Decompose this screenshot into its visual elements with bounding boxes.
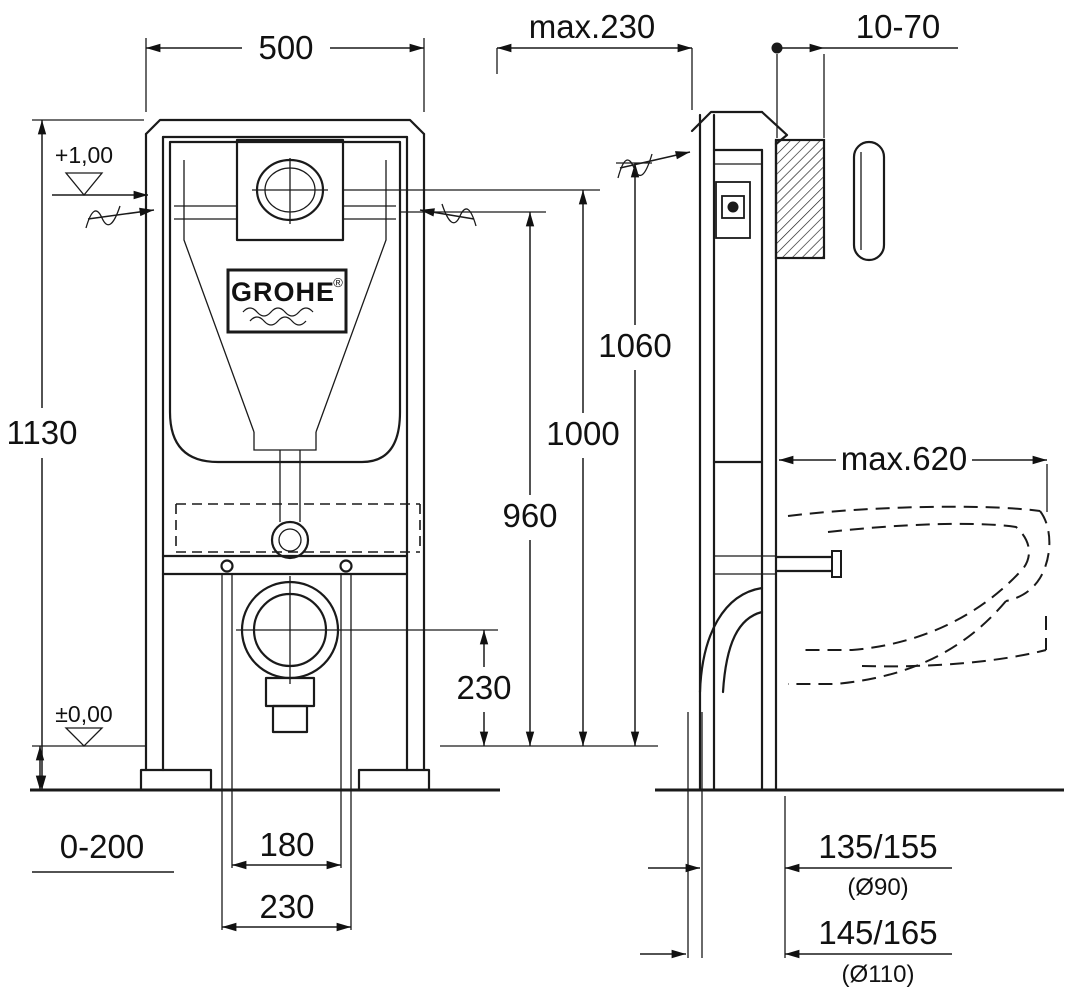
level-marks: +1,00 ±0,00 [32,142,658,747]
fill-valve [715,181,751,239]
dimension-10-70: 10-70 [771,8,958,138]
cistern-front [168,140,402,522]
grohe-logo: GROHE ® [226,268,348,334]
frame-front-outline [139,118,431,792]
drain-assembly [236,520,498,734]
dimension-180: 180 [231,602,342,870]
dimension-height-1130: 1130 [7,119,144,790]
dimension-width-500: 500 [145,29,425,112]
anchor-bolts [220,559,353,602]
dimension-230-bottom: 230 [221,602,352,932]
front-view: GROHE ® [7,29,672,932]
flush-actuator [235,138,345,242]
dim-500-label: 500 [258,29,313,66]
dim-145-165-label: 145/165 [818,914,937,951]
datum-triangle-zero [64,727,104,747]
dim-180-label: 180 [259,826,314,863]
dashed-zone [175,503,421,553]
water-level-arrow-right [419,203,477,227]
datum-triangle-upper [64,172,104,197]
grohe-logo-text: GROHE [231,277,335,307]
dim-960-label: 960 [502,497,557,534]
dim-max230-label: max.230 [529,8,656,45]
logo-wave-1 [242,307,314,317]
dim-10-70-label: 10-70 [856,8,940,45]
water-level-arrow-left [85,205,155,229]
dimension-foot-adjust: 0-200 [32,746,174,873]
dim-1060-label: 1060 [598,327,671,364]
dim-230-label: 230 [259,888,314,925]
level-zero-label: ±0,00 [55,701,112,727]
level-plus100-label: +1,00 [55,142,113,168]
dimension-135-155: 135/155 (Ø90) [648,828,952,901]
flush-plate-side [852,140,886,262]
dim-outlet-height-label: 230 [456,669,511,706]
dia-110-label: (Ø110) [842,961,915,988]
dimension-outlet-height: 230 [456,630,512,746]
side-view: max.230 10-70 max.620 [496,8,1051,988]
dim-max620-label: max.620 [841,440,968,477]
frame-side-outline [690,110,789,792]
dim-foot-adjust-label: 0-200 [60,828,144,865]
dimension-145-165: 145/165 (Ø110) [640,914,952,988]
dimension-1000: 1000 [343,189,620,746]
dimension-max230: max.230 [496,8,693,110]
dim-1000-label: 1000 [546,415,619,452]
foot-plate-left [139,768,213,792]
dim-135-155-label: 135/155 [818,828,937,865]
dim-1130-label: 1130 [7,414,78,451]
foot-plate-right [357,768,431,792]
bowl-mounting-rod [774,550,842,578]
registered-mark: ® [333,275,343,290]
dimension-max620: max.620 [779,440,1048,512]
drain-elbow-side [687,586,786,958]
wall-section-hatched [774,138,826,260]
dimension-1060: 1060 [598,162,672,746]
dia-90-label: (Ø90) [847,874,908,901]
toilet-bowl-dashed [787,505,1051,685]
logo-wave-2 [249,316,307,326]
wavy-arrow-side [617,151,691,179]
